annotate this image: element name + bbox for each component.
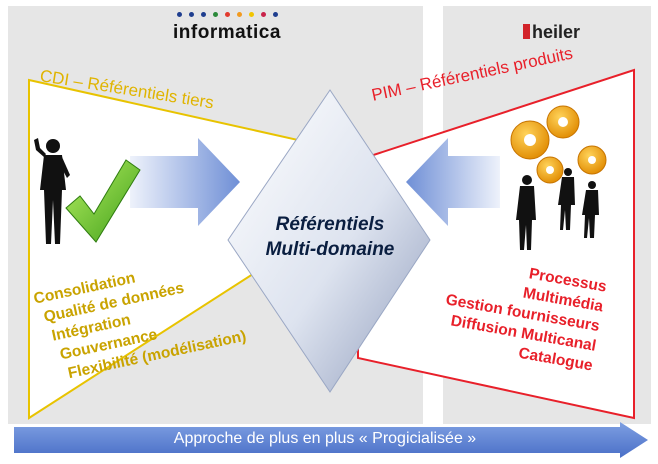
center-diamond	[227, 89, 431, 393]
center-line-1: Référentiels	[275, 214, 385, 235]
bottom-arrow-label: Approche de plus en plus « Progicialisée…	[173, 430, 477, 447]
center-line-2: Multi-domaine	[265, 239, 395, 260]
heiler-mark-icon	[523, 24, 530, 39]
left-arrow	[130, 138, 240, 226]
businessman-icon	[34, 138, 70, 244]
people-gears-icon	[510, 105, 607, 250]
center-label: Référentiels Multi-domaine	[226, 212, 434, 262]
heiler-logo-text: heiler	[532, 22, 581, 42]
right-arrow	[406, 138, 500, 226]
checkmark-icon	[65, 159, 141, 243]
informatica-logo-dots	[177, 12, 278, 17]
pim-triangle	[357, 68, 635, 420]
heiler-logo: heiler	[523, 22, 580, 43]
bottom-arrow	[14, 422, 648, 458]
informatica-logo: informatica	[173, 22, 281, 43]
